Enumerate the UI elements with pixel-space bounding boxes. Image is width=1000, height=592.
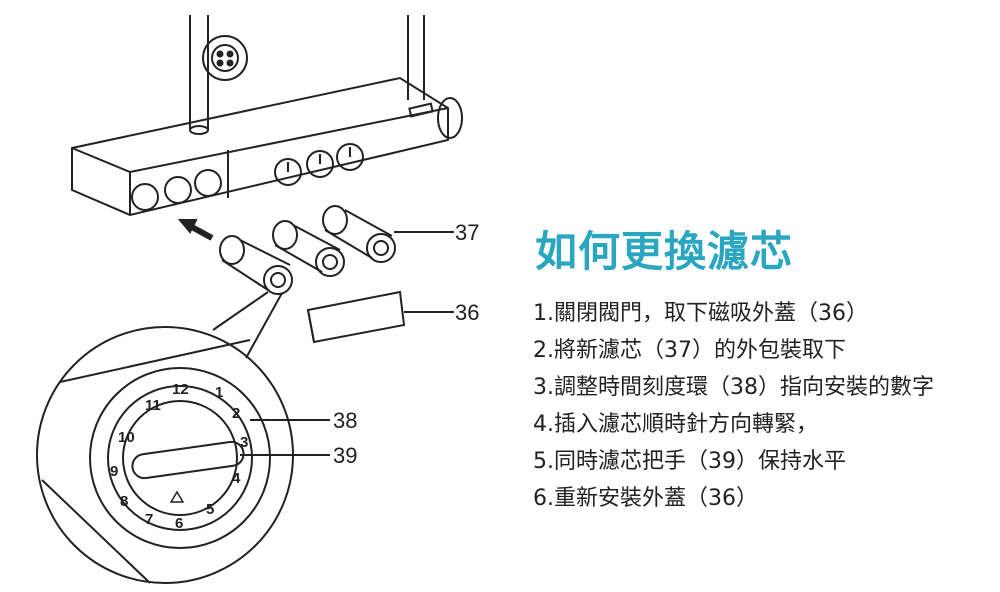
filter-housing (71, 76, 463, 217)
faucet-posts (189, 15, 425, 135)
dial-number: 11 (145, 397, 161, 414)
dial-number: 2 (232, 405, 240, 422)
step-item: 4.插入濾芯順時針方向轉緊， (533, 412, 818, 437)
step-item: 6.重新安裝外蓋（36） (533, 486, 758, 511)
step-item: 3.調整時間刻度環（38）指向安裝的數字 (533, 375, 934, 400)
dial-number: 4 (232, 470, 241, 487)
dial-number: 5 (206, 501, 214, 518)
new-filter-cartridges (219, 205, 454, 295)
magnified-dial (36, 326, 330, 584)
dial-number: 12 (172, 381, 189, 398)
callout-38: 38 (333, 408, 357, 433)
page-title: 如何更換濾芯 (535, 227, 794, 276)
dial-number: 7 (145, 511, 153, 528)
instruction-steps: 1.關閉閥門，取下磁吸外蓋（36） 2.將新濾芯（37）的外包裝取下 3.調整時… (533, 295, 934, 517)
dial-number: 9 (110, 463, 118, 480)
dial-number: 10 (118, 429, 135, 446)
dial-number: 1 (215, 384, 223, 401)
dial-number: 3 (240, 434, 248, 451)
connector-knob (202, 35, 248, 81)
insert-arrow (177, 219, 214, 241)
step-item: 2.將新濾芯（37）的外包裝取下 (533, 338, 846, 363)
dial-number: 6 (175, 515, 183, 532)
magnetic-cover (306, 290, 454, 344)
step-item: 5.同時濾芯把手（39）保持水平 (533, 449, 846, 474)
dial-number: 8 (120, 493, 128, 510)
zoom-lines (212, 291, 283, 359)
callout-36: 36 (455, 300, 479, 325)
callout-37: 37 (455, 220, 479, 245)
callout-39: 39 (333, 443, 357, 468)
callout-labels: 37 36 38 39 (333, 220, 479, 468)
step-item: 1.關閉閥門，取下磁吸外蓋（36） (533, 301, 868, 326)
dial-numbers: 1 2 3 4 5 6 7 8 9 10 11 12 (110, 381, 248, 532)
